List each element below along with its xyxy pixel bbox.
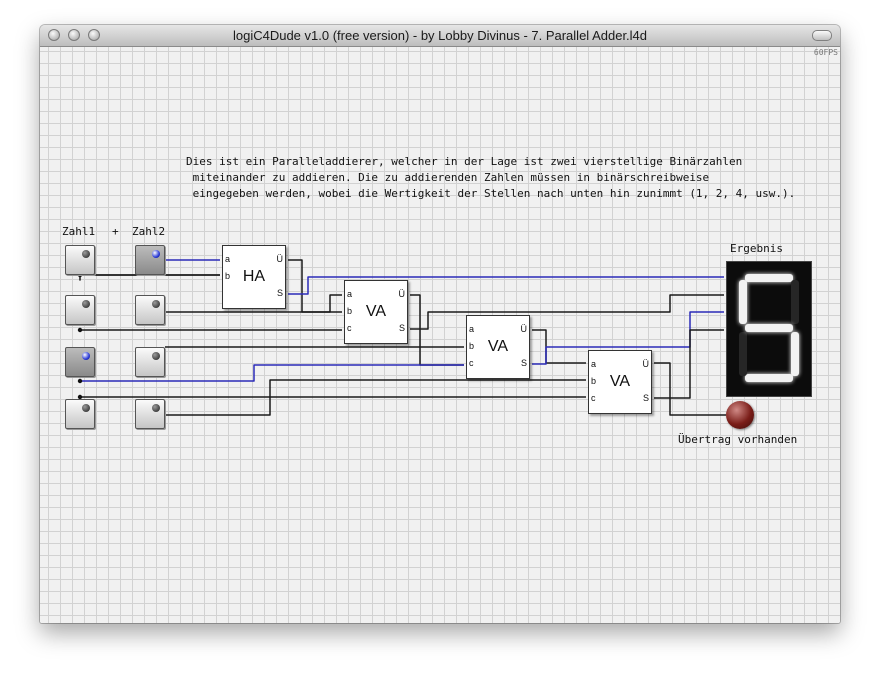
pin-carry: Ü — [520, 324, 528, 334]
segment-f — [739, 280, 747, 324]
zahl2-bit3-switch[interactable] — [135, 399, 165, 429]
zahl2-bit1-switch[interactable] — [135, 295, 165, 325]
pin-carry: Ü — [398, 289, 406, 299]
description-text: Dies ist ein Paralleladdierer, welcher i… — [186, 155, 796, 200]
led-icon — [82, 352, 90, 360]
pin-a: a — [347, 289, 353, 299]
seven-segment-display — [726, 261, 812, 397]
pin-b: b — [591, 376, 597, 386]
pin-b: b — [347, 306, 353, 316]
app-window: logiC4Dude v1.0 (free version) - by Lobb… — [40, 25, 840, 623]
carry-label: Übertrag vorhanden — [678, 433, 798, 446]
gate-name: VA — [365, 303, 387, 320]
led-icon — [82, 250, 90, 258]
zahl1-label: Zahl1 — [62, 225, 96, 238]
toolbar-toggle-button[interactable] — [812, 30, 832, 41]
zahl1-bit3-switch[interactable] — [65, 399, 95, 429]
pin-a: a — [225, 254, 231, 264]
title-bar[interactable]: logiC4Dude v1.0 (free version) - by Lobb… — [40, 25, 840, 47]
segment-c — [791, 332, 799, 376]
pin-sum: S — [398, 323, 405, 333]
segment-b — [791, 280, 799, 324]
segment-a — [745, 274, 793, 282]
pin-a: a — [591, 359, 597, 369]
zahl2-label: Zahl2 — [132, 225, 166, 238]
gate-name: VA — [487, 338, 509, 355]
pin-c: c — [469, 358, 474, 368]
pin-sum: S — [642, 393, 649, 403]
result-label: Ergebnis — [730, 242, 783, 255]
led-icon — [152, 404, 160, 412]
pin-b: b — [225, 271, 231, 281]
zahl1-bit2-switch[interactable] — [65, 347, 95, 377]
plus-label: + — [112, 225, 119, 238]
pin-c: c — [347, 323, 352, 333]
led-icon — [82, 300, 90, 308]
pin-b: b — [469, 341, 475, 351]
zoom-button[interactable] — [88, 29, 100, 41]
close-button[interactable] — [48, 29, 60, 41]
zahl2-bit2-switch[interactable] — [135, 347, 165, 377]
pin-sum: S — [520, 358, 527, 368]
full-adder-gate-1[interactable]: a b c Ü S VA — [344, 280, 408, 344]
led-icon — [152, 250, 160, 258]
zahl1-bit1-switch[interactable] — [65, 295, 95, 325]
circuit-canvas[interactable] — [40, 47, 840, 623]
carry-lamp — [726, 401, 754, 429]
window-title: logiC4Dude v1.0 (free version) - by Lobb… — [232, 28, 648, 43]
segment-g — [745, 324, 793, 332]
led-icon — [82, 404, 90, 412]
minimize-button[interactable] — [68, 29, 80, 41]
segment-d — [745, 374, 793, 382]
zahl2-bit0-switch[interactable] — [135, 245, 165, 275]
pin-a: a — [469, 324, 475, 334]
led-icon — [152, 300, 160, 308]
gate-name: VA — [609, 373, 631, 390]
half-adder-gate[interactable]: a b Ü S HA — [222, 245, 286, 309]
pin-sum: S — [276, 288, 283, 298]
pin-carry: Ü — [642, 359, 650, 369]
zahl1-bit0-switch[interactable] — [65, 245, 95, 275]
led-icon — [152, 352, 160, 360]
full-adder-gate-2[interactable]: a b c Ü S VA — [466, 315, 530, 379]
fps-counter: 60FPS — [813, 48, 838, 57]
full-adder-gate-3[interactable]: a b c Ü S VA — [588, 350, 652, 414]
pin-c: c — [591, 393, 596, 403]
gate-name: HA — [242, 268, 266, 285]
pin-carry: Ü — [276, 254, 284, 264]
segment-e — [739, 332, 747, 376]
